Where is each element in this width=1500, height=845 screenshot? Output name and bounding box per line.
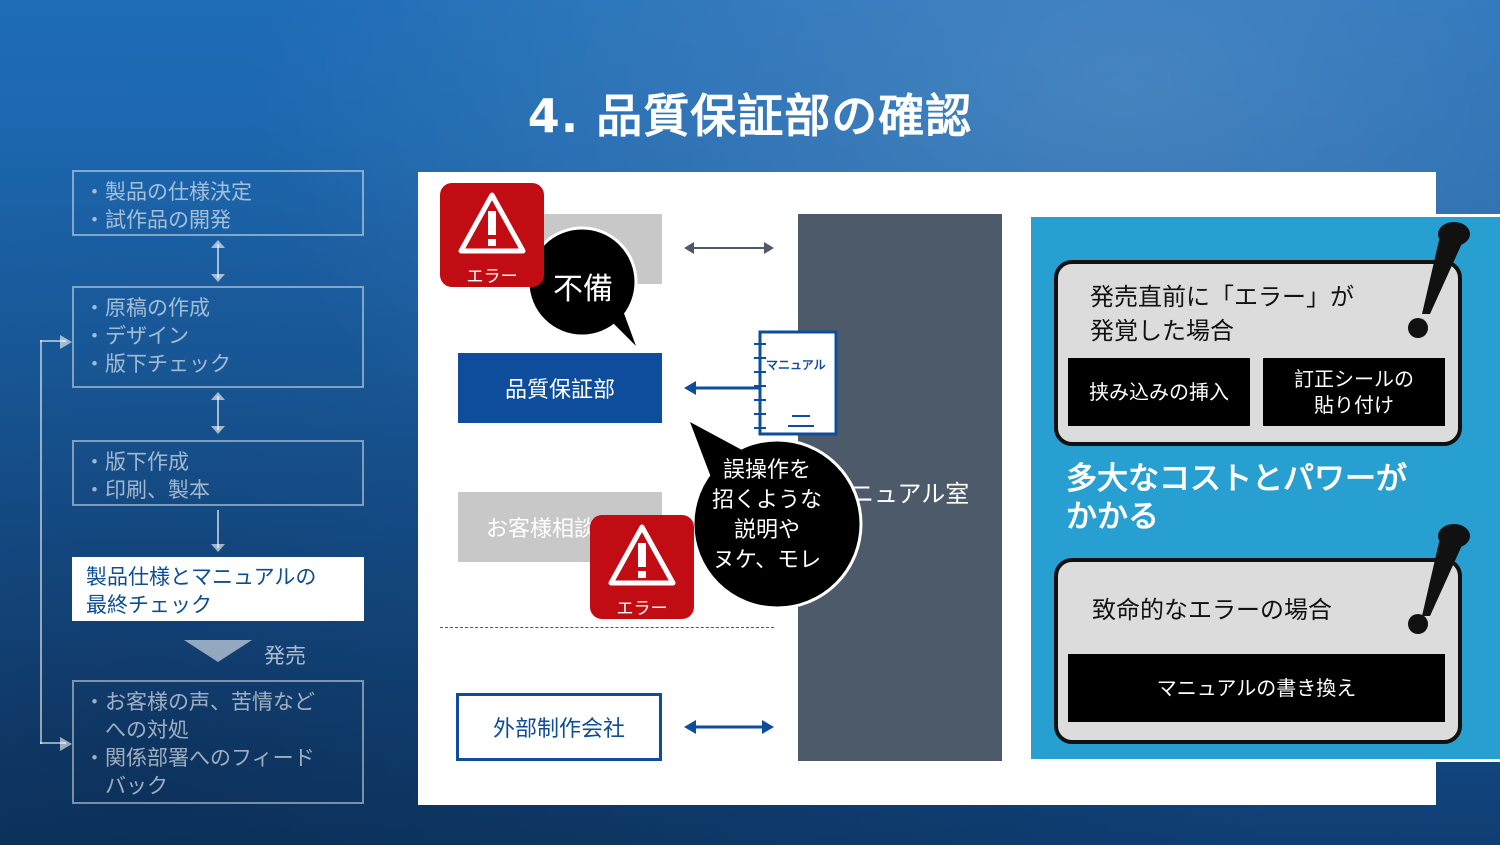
double-arrow-icon [684, 240, 774, 256]
bubble-line: 誤操作を [722, 458, 811, 483]
flow-line: ・デザイン [84, 324, 189, 348]
flow-line: 製品仕様とマニュアルの [86, 565, 317, 589]
card-title-line: 発覚した場合 [1090, 317, 1234, 345]
cost-text: 多大なコストとパワーが かかる [1066, 460, 1407, 536]
cost-line: 多大なコストとパワーが [1066, 461, 1407, 497]
arrow-right-icon [60, 736, 74, 751]
flow-line: ・原稿の作成 [84, 296, 210, 320]
flow-line: ・版下作成 [84, 450, 189, 474]
flow-line: ・お客様の声、苦情など [84, 690, 315, 714]
arrow-down-icon [206, 508, 230, 554]
double-arrow-icon [206, 238, 230, 284]
exclamation-icon [1396, 512, 1476, 642]
error-label: エラー [466, 267, 518, 287]
double-arrow-icon [206, 390, 230, 436]
manual-document-label: マニュアル [766, 358, 826, 372]
flow-line: 最終チェック [86, 593, 212, 617]
release-chevron-icon [184, 640, 252, 664]
card-title-line: 発売直前に「エラー」が [1090, 283, 1354, 311]
flow-line: ・試作品の開発 [84, 208, 231, 232]
flow-line: ・製品の仕様決定 [84, 180, 252, 204]
feedback-loop-line [40, 742, 66, 744]
bubble-line: 説明や [733, 518, 800, 543]
page-title: 4. 品質保証部の確認 [527, 89, 973, 143]
bubble-mistakes-text: 誤操作を 招くような 説明や ヌケ、モレ [692, 456, 842, 576]
error-badge: エラー [440, 183, 544, 287]
arrow-right-icon [60, 334, 74, 349]
flow-step-feedback: ・お客様の声、苦情など への対処 ・関係部署へのフィード バック [72, 680, 364, 804]
bubble-defect-text: 不備 [553, 272, 613, 307]
flow-step-draft: ・原稿の作成 ・デザイン ・版下チェック [72, 286, 364, 388]
flow-line: ・版下チェック [84, 352, 231, 376]
bubble-line: ヌケ、モレ [712, 548, 822, 573]
error-badge: エラー [590, 515, 694, 619]
feedback-loop-line [40, 340, 66, 342]
manual-room-label: ニュアル室 [850, 480, 970, 508]
manual-document-icon [754, 330, 838, 436]
flow-line: への対処 [84, 718, 189, 742]
flow-line: バック [84, 774, 168, 798]
external-company-box: 外部制作会社 [456, 693, 662, 761]
card-title: 発売直前に「エラー」が 発覚した場合 [1090, 280, 1354, 348]
card-title: 致命的なエラーの場合 [1092, 596, 1332, 624]
exclamation-icon [1396, 210, 1476, 340]
quality-dept-box: 品質保証部 [458, 353, 662, 423]
release-label: 発売 [264, 644, 306, 668]
error-label: エラー [616, 599, 668, 619]
bubble-line: 招くような [711, 488, 822, 513]
warning-triangle-icon [458, 192, 526, 254]
flow-step-spec: ・製品の仕様決定 ・試作品の開発 [72, 170, 364, 236]
feedback-loop-line [40, 340, 42, 744]
flow-step-print: ・版下作成 ・印刷、製本 [72, 440, 364, 506]
dashed-divider [440, 627, 774, 628]
action-line: 訂正シールの [1294, 367, 1414, 391]
warning-triangle-icon [608, 524, 676, 586]
action-insert-box: 挟み込みの挿入 [1068, 358, 1250, 426]
action-rewrite-box: マニュアルの書き換え [1068, 654, 1445, 722]
flow-step-final-check: 製品仕様とマニュアルの 最終チェック [72, 557, 364, 621]
double-arrow-icon [684, 719, 774, 735]
flow-line: ・関係部署へのフィード [84, 746, 315, 770]
cost-line: かかる [1066, 499, 1159, 535]
action-line: 貼り付け [1314, 393, 1394, 417]
action-sticker-box: 訂正シールの 貼り付け [1263, 358, 1445, 426]
flow-line: ・印刷、製本 [84, 478, 210, 502]
